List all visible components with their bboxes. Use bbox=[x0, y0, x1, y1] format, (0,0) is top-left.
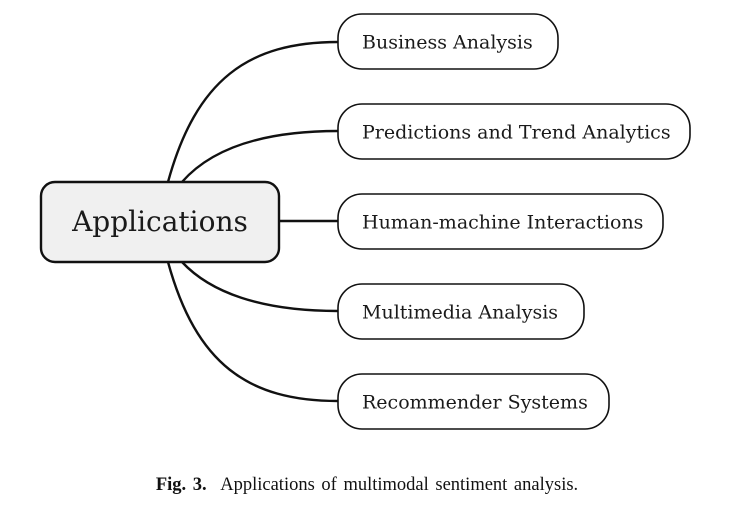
figure-label: Fig. 3. bbox=[155, 475, 207, 495]
figure-caption: Fig. 3. Applications of multimodal senti… bbox=[0, 475, 734, 496]
connector-multimedia-analysis bbox=[181, 261, 339, 313]
branch-node-box bbox=[337, 13, 559, 70]
branch-node-label: Predictions and Trend Analytics bbox=[362, 122, 671, 144]
connector-predictions-trend-analytics bbox=[181, 129, 339, 183]
connector-recommender-systems bbox=[166, 261, 339, 403]
root-node-label: Applications bbox=[71, 205, 248, 238]
connector-business-analysis bbox=[166, 40, 339, 183]
branch-node-box bbox=[337, 283, 585, 340]
branch-node-label: Recommender Systems bbox=[362, 392, 588, 414]
branch-node-label: Business Analysis bbox=[362, 32, 533, 54]
branch-node-label: Human-machine Interactions bbox=[362, 212, 643, 234]
branch-node-box bbox=[337, 103, 691, 160]
connectors bbox=[166, 40, 339, 403]
branch-node-predictions-trend-analytics: Predictions and Trend Analytics bbox=[337, 103, 691, 160]
branch-node-multimedia-analysis: Multimedia Analysis bbox=[337, 283, 585, 340]
root-node: Applications bbox=[39, 180, 281, 264]
branch-node-box bbox=[337, 193, 664, 250]
caption-text: Applications of multimodal sentiment ana… bbox=[220, 475, 579, 495]
branch-node-human-machine-interactions: Human-machine Interactions bbox=[337, 193, 664, 250]
branch-node-box bbox=[337, 373, 610, 430]
branch-node-label: Multimedia Analysis bbox=[362, 302, 558, 324]
branch-node-business-analysis: Business Analysis bbox=[337, 13, 559, 70]
branch-node-recommender-systems: Recommender Systems bbox=[337, 373, 610, 430]
root-node-box bbox=[39, 180, 281, 264]
